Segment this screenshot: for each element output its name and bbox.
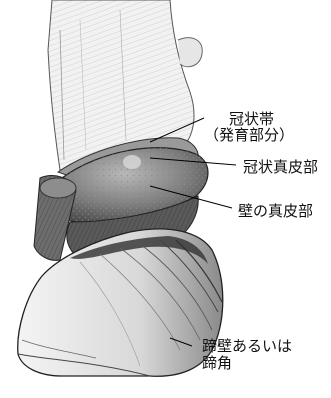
label-laminar-corium: 壁の真皮部 [238,202,313,220]
label-coronary-band-note: （発育部分） [204,126,294,144]
label-hoof-wall-line2: 蹄角 [202,354,232,372]
label-coronary-corium: 冠状真皮部 [243,158,318,176]
label-hoof-wall-line1: 蹄壁あるいは [202,337,292,355]
